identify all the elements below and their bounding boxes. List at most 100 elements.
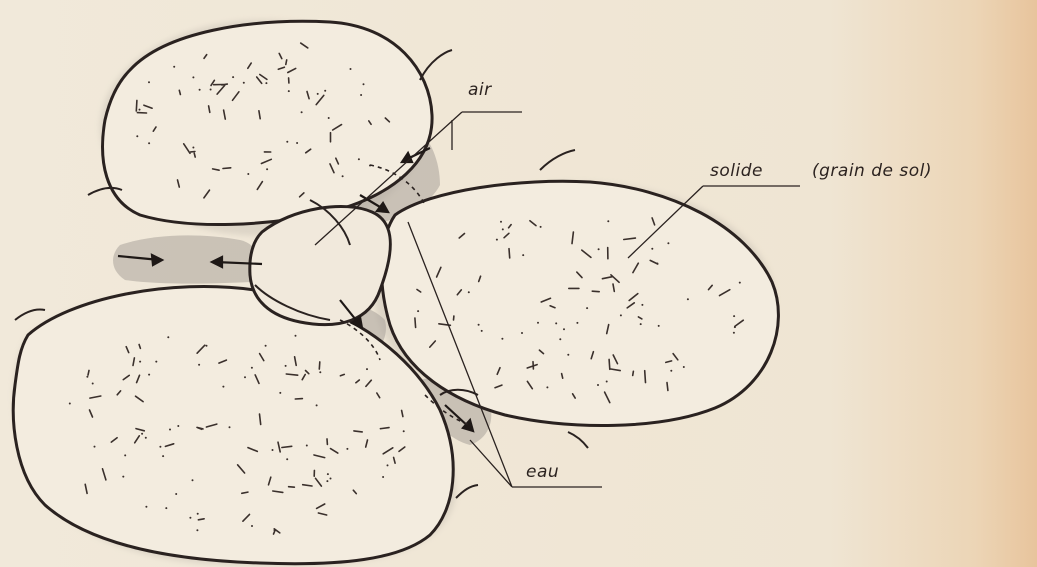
grain-speck: [295, 335, 297, 337]
grain-speck: [559, 338, 561, 340]
water-film-left: [113, 235, 259, 283]
grain-speck: [198, 364, 200, 366]
grain-speck: [192, 76, 194, 78]
grain-speck: [159, 446, 161, 448]
grain-speck: [645, 371, 646, 383]
grain-speck: [265, 345, 267, 347]
grain-speck: [607, 220, 609, 222]
grain-speck: [192, 147, 194, 149]
grain-speck: [316, 404, 318, 406]
grain-speck: [592, 291, 599, 292]
grain-speck: [330, 478, 332, 480]
grain-speck: [502, 228, 504, 230]
grain-speck: [177, 425, 179, 427]
grain-middle-small: [250, 206, 391, 324]
grain-speck: [598, 248, 600, 250]
grain-speck: [197, 513, 199, 515]
grain-speck: [537, 322, 539, 324]
grain-speck: [192, 479, 194, 481]
soil-grains: [13, 21, 778, 563]
grain-speck: [327, 473, 329, 475]
grain-speck: [88, 370, 89, 375]
grain-right: [382, 181, 779, 425]
grain-speck: [306, 445, 308, 447]
grain-speck: [326, 480, 328, 482]
grain-speck: [328, 117, 330, 119]
grain-speck: [136, 135, 138, 137]
grain-speck: [501, 338, 503, 340]
grain-speck: [148, 142, 150, 144]
grain-speck: [251, 525, 253, 527]
grain-speck: [417, 310, 419, 312]
grain-speck: [244, 376, 246, 378]
grain-speck: [358, 158, 360, 160]
grain-speck: [651, 248, 653, 250]
grain-speck: [223, 168, 231, 169]
grain-speck: [415, 318, 416, 327]
grain-speck: [122, 476, 124, 478]
grain-speck: [739, 282, 741, 284]
grain-speck: [243, 82, 245, 84]
grain-speck: [403, 430, 405, 432]
grain-speck: [124, 454, 126, 456]
grain-speck: [247, 173, 249, 175]
grain-speck: [687, 298, 689, 300]
grain-speck: [656, 263, 658, 265]
grain-speck: [342, 175, 344, 177]
grain-speck: [350, 68, 352, 70]
grain-speck: [175, 493, 177, 495]
grain-speck: [555, 322, 557, 324]
grain-speck: [92, 383, 94, 385]
grain-speck: [562, 374, 563, 379]
grain-speck: [481, 330, 483, 332]
grain-speck: [633, 371, 634, 375]
grain-speck: [136, 100, 137, 111]
grain-speck: [521, 332, 523, 334]
grain-speck: [317, 93, 319, 95]
grain-speck: [319, 362, 320, 369]
grain-speck: [354, 431, 362, 432]
grain-speck: [265, 82, 267, 84]
grain-speck: [272, 449, 274, 451]
grain-speck: [346, 448, 348, 450]
grain-speck: [69, 403, 71, 405]
grain-speck: [286, 458, 288, 460]
grain-speck: [165, 507, 167, 509]
grain-speck: [288, 90, 290, 92]
grain-speck: [296, 142, 298, 144]
grain-speck: [155, 361, 157, 363]
grain-speck: [301, 111, 303, 113]
grain-speck: [658, 325, 660, 327]
grain-speck: [609, 359, 610, 369]
grain-speck: [522, 254, 524, 256]
grain-speck: [141, 433, 143, 435]
grain-speck: [563, 328, 565, 330]
grain-speck: [251, 367, 253, 369]
grain-speck: [670, 370, 672, 372]
grain-speck: [387, 464, 389, 466]
grain-speck: [139, 361, 141, 363]
grain-speck: [540, 226, 542, 228]
grain-speck: [179, 90, 180, 94]
grain-speck: [363, 83, 365, 85]
grain-speck: [576, 322, 578, 324]
label-eau: eau: [526, 462, 559, 482]
grain-speck: [382, 476, 384, 478]
grain-speck: [145, 437, 147, 439]
grain-speck: [139, 109, 141, 111]
grain-speck: [148, 374, 150, 376]
grain-speck: [468, 291, 470, 293]
grain-speck: [210, 89, 212, 91]
grain-speck: [148, 81, 150, 83]
grain-speck: [189, 517, 191, 519]
grain-speck: [500, 221, 502, 223]
grain-speck: [683, 366, 685, 368]
grain-speck: [733, 315, 735, 317]
grain-speck: [546, 386, 548, 388]
grain-speck: [266, 168, 268, 170]
label-solide: solide: [710, 161, 763, 181]
grain-speck: [380, 428, 389, 429]
grain-speck: [94, 446, 96, 448]
